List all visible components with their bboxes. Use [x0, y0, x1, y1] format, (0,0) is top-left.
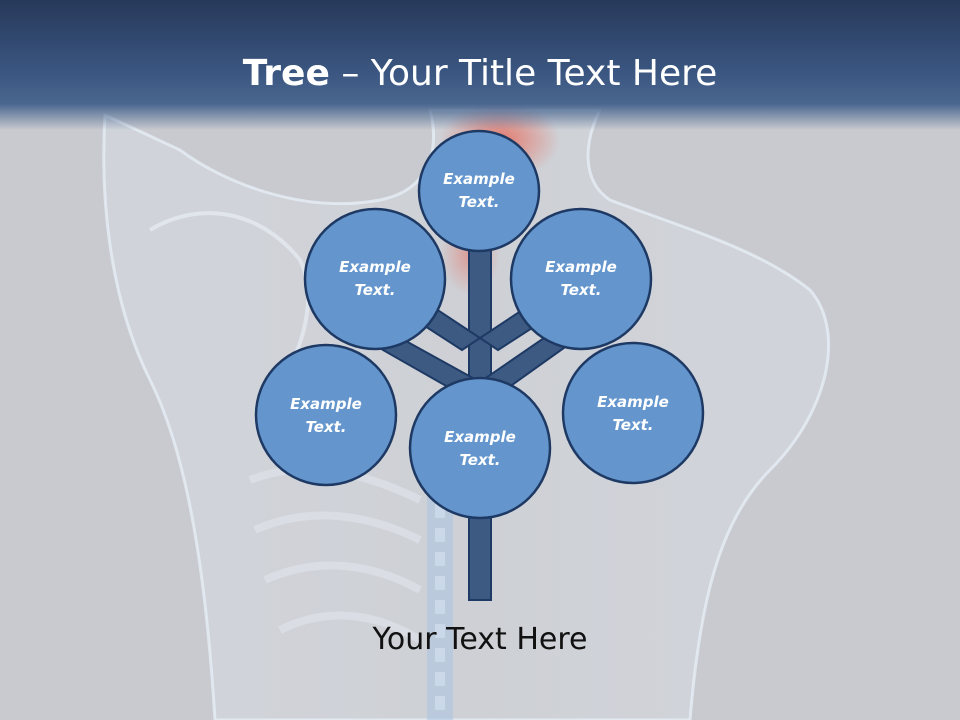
node-label-upper-left: Example Text.	[315, 256, 435, 302]
node-label-line1: Example	[545, 258, 617, 276]
node-label-line2: Text.	[612, 416, 654, 434]
node-label-line2: Text.	[459, 451, 501, 469]
footer-text: Your Text Here	[372, 622, 588, 657]
node-circle-lower-left	[254, 343, 398, 487]
title-rest: Your Title Text Here	[370, 53, 718, 94]
node-label-line1: Example	[443, 170, 515, 188]
node-label-line2: Text.	[305, 418, 347, 436]
node-circle-lower-right	[561, 341, 705, 485]
node-circle-top	[417, 129, 541, 253]
node-label-center: Example Text.	[420, 426, 540, 472]
node-label-line2: Text.	[560, 281, 602, 299]
node-label-lower-right: Example Text.	[573, 391, 693, 437]
node-label-upper-right: Example Text.	[521, 256, 641, 302]
node-circle-upper-right	[509, 207, 653, 351]
title-bold: Tree	[242, 53, 330, 94]
node-label-line2: Text.	[458, 193, 500, 211]
slide-title: Tree – Your Title Text Here	[0, 52, 960, 96]
node-label-line1: Example	[444, 428, 516, 446]
node-circle-center	[408, 376, 552, 520]
node-label-line1: Example	[597, 393, 669, 411]
header-band	[0, 0, 960, 130]
node-label-line2: Text.	[354, 281, 396, 299]
node-circle-upper-left	[303, 207, 447, 351]
node-label-top: Example Text.	[419, 168, 539, 214]
title-dash: –	[329, 53, 371, 94]
node-label-lower-left: Example Text.	[266, 393, 386, 439]
node-label-line1: Example	[290, 395, 362, 413]
node-label-line1: Example	[339, 258, 411, 276]
